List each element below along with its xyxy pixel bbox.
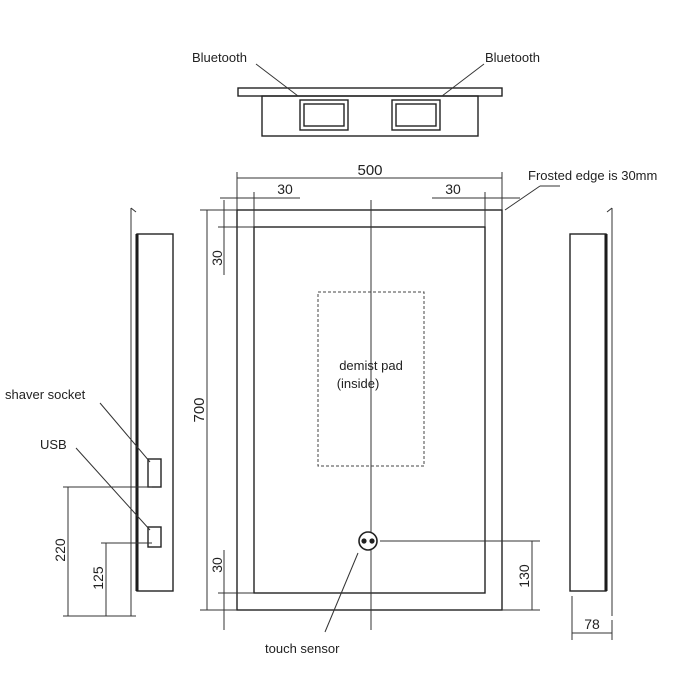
frosted-edge-inner xyxy=(253,226,486,594)
left-side-view: shaver socket USB 220 125 xyxy=(5,207,174,617)
touch-sensor-dot-left xyxy=(361,538,367,544)
touch-sensor-leader xyxy=(324,552,359,633)
bluetooth-left-leader xyxy=(255,63,299,97)
shaver-height-dimension: 220 xyxy=(52,538,68,562)
frost-top-dimension: 30 xyxy=(209,250,225,266)
width-dimension: 500 xyxy=(357,162,382,179)
frost-bottom-dimension: 30 xyxy=(209,557,225,573)
depth-dimension: 78 xyxy=(584,616,600,632)
sensor-height-dimension: 130 xyxy=(516,564,532,588)
shaver-socket-icon xyxy=(147,458,162,488)
usb-height-dimension: 125 xyxy=(90,566,106,590)
bluetooth-right-label: Bluetooth xyxy=(485,50,540,65)
shaver-socket-label: shaver socket xyxy=(5,387,86,402)
usb-leader xyxy=(75,447,151,531)
demist-pad-label: demist pad xyxy=(339,358,403,373)
touch-sensor-dot-right xyxy=(369,538,375,544)
top-view-body xyxy=(261,95,479,137)
touch-sensor-label: touch sensor xyxy=(265,641,340,656)
frosted-edge-leader xyxy=(504,185,541,211)
usb-label: USB xyxy=(40,437,67,452)
front-view: demist pad (inside) touch sensor 500 30 … xyxy=(191,162,657,656)
bluetooth-speaker-left-inner xyxy=(303,103,345,127)
frost-left-dimension: 30 xyxy=(277,181,293,197)
top-view-frame xyxy=(237,87,503,97)
usb-port-icon xyxy=(147,526,162,548)
bluetooth-left-label: Bluetooth xyxy=(192,50,247,65)
bluetooth-right-leader xyxy=(441,63,485,97)
right-side-view: 78 xyxy=(569,207,613,640)
left-side-body xyxy=(136,233,174,592)
right-side-top-edge xyxy=(606,207,613,213)
frost-right-dimension: 30 xyxy=(445,181,461,197)
left-side-top-edge xyxy=(130,207,137,213)
height-dimension: 700 xyxy=(191,397,208,422)
right-side-body xyxy=(569,233,607,592)
frosted-edge-label: Frosted edge is 30mm xyxy=(528,168,657,183)
bluetooth-speaker-left xyxy=(299,99,349,131)
mirror-outer-frame xyxy=(236,209,503,611)
top-view: Bluetooth Bluetooth xyxy=(192,50,540,137)
demist-pad-sublabel: (inside) xyxy=(337,376,380,391)
bluetooth-speaker-right xyxy=(391,99,441,131)
demist-pad xyxy=(317,291,425,467)
bluetooth-speaker-right-inner xyxy=(395,103,437,127)
shaver-socket-leader xyxy=(99,402,151,463)
touch-sensor-icon xyxy=(358,531,378,551)
